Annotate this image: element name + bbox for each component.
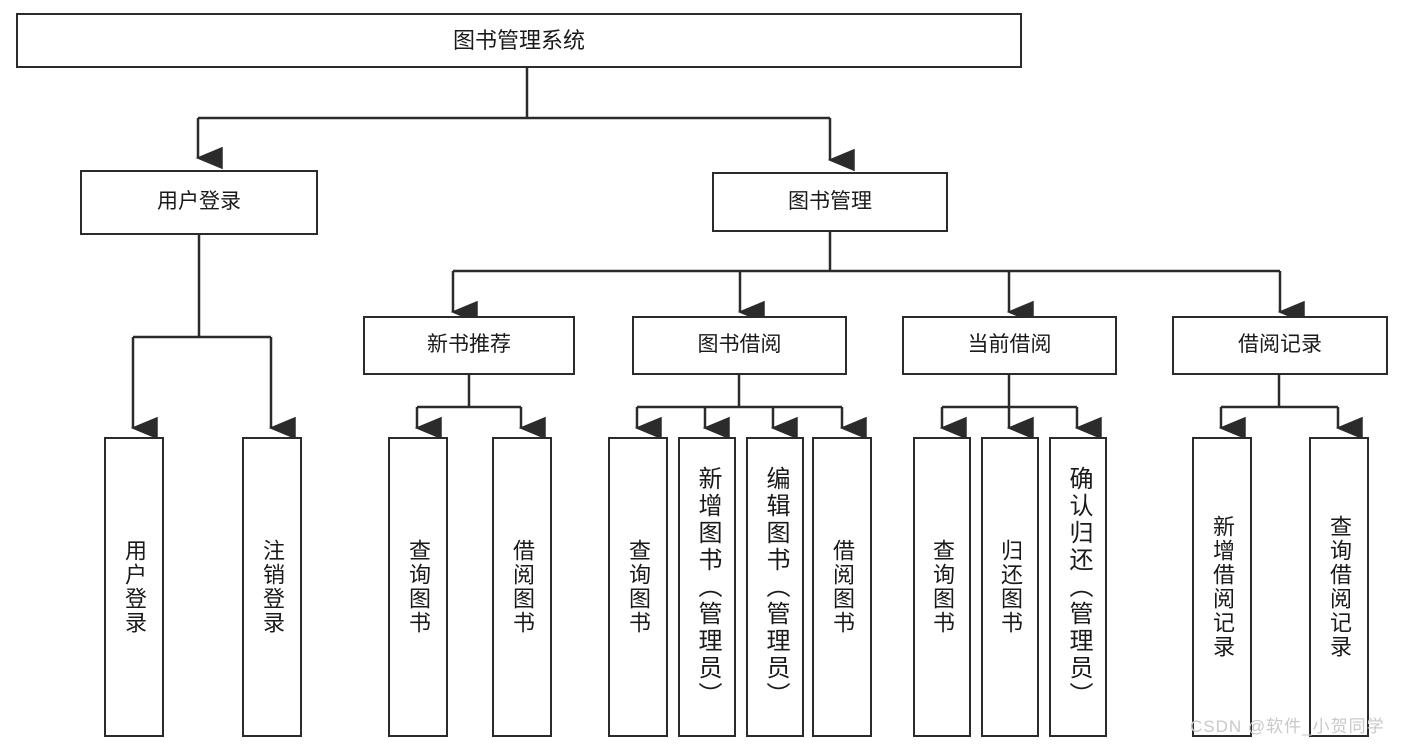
node-leaf-add-borrow-record[interactable]: 新增借阅记录 <box>1192 437 1252 737</box>
node-leaf-query-book[interactable]: 查询图书 <box>608 437 668 737</box>
node-leaf-add-book-admin[interactable]: 新增图书（管理员） <box>678 437 736 737</box>
node-leaf-query-borrow-record-label: 查询借阅记录 <box>1327 515 1352 659</box>
node-leaf-edit-book-admin[interactable]: 编辑图书（管理员） <box>746 437 804 737</box>
node-leaf-query-borrow-record[interactable]: 查询借阅记录 <box>1309 437 1369 737</box>
node-leaf-add-borrow-record-label: 新增借阅记录 <box>1210 515 1235 659</box>
node-current-borrow[interactable]: 当前借阅 <box>902 316 1117 375</box>
node-leaf-logout-label: 注销登录 <box>260 539 285 635</box>
node-leaf-borrow-book[interactable]: 借阅图书 <box>812 437 872 737</box>
node-leaf-borrow-book-recommend-label: 借阅图书 <box>510 539 535 635</box>
node-leaf-query-book-label: 查询图书 <box>626 539 651 635</box>
node-borrow-record[interactable]: 借阅记录 <box>1172 316 1388 375</box>
node-new-book-recommend[interactable]: 新书推荐 <box>363 316 575 375</box>
node-leaf-query-book-recommend-label: 查询图书 <box>406 539 431 635</box>
node-leaf-add-book-admin-label: 新增图书（管理员） <box>694 465 721 709</box>
node-leaf-return-book-label: 归还图书 <box>998 539 1023 635</box>
node-leaf-confirm-return-admin[interactable]: 确认归还（管理员） <box>1049 437 1107 737</box>
node-leaf-user-login[interactable]: 用户登录 <box>104 437 164 737</box>
node-leaf-edit-book-admin-label: 编辑图书（管理员） <box>762 465 789 709</box>
node-book-management-label: 图书管理 <box>788 189 872 213</box>
node-leaf-user-login-label: 用户登录 <box>122 539 147 635</box>
node-leaf-logout[interactable]: 注销登录 <box>242 437 302 737</box>
node-root-label: 图书管理系统 <box>452 27 585 53</box>
node-leaf-return-book[interactable]: 归还图书 <box>981 437 1039 737</box>
node-new-book-recommend-label: 新书推荐 <box>427 333 511 357</box>
node-borrow-record-label: 借阅记录 <box>1238 333 1322 357</box>
node-user-login-label: 用户登录 <box>157 190 241 214</box>
node-user-login[interactable]: 用户登录 <box>80 170 318 235</box>
node-book-borrow[interactable]: 图书借阅 <box>632 316 847 375</box>
node-book-borrow-label: 图书借阅 <box>697 333 782 357</box>
node-leaf-borrow-book-label: 借阅图书 <box>830 539 855 635</box>
node-leaf-query-book-current[interactable]: 查询图书 <box>913 437 971 737</box>
node-root[interactable]: 图书管理系统 <box>16 13 1022 68</box>
node-leaf-confirm-return-admin-label: 确认归还（管理员） <box>1065 465 1092 709</box>
node-leaf-query-book-recommend[interactable]: 查询图书 <box>388 437 448 737</box>
node-leaf-query-book-current-label: 查询图书 <box>930 539 955 635</box>
node-leaf-borrow-book-recommend[interactable]: 借阅图书 <box>492 437 552 737</box>
node-book-management[interactable]: 图书管理 <box>712 172 948 232</box>
node-current-borrow-label: 当前借阅 <box>967 333 1052 357</box>
